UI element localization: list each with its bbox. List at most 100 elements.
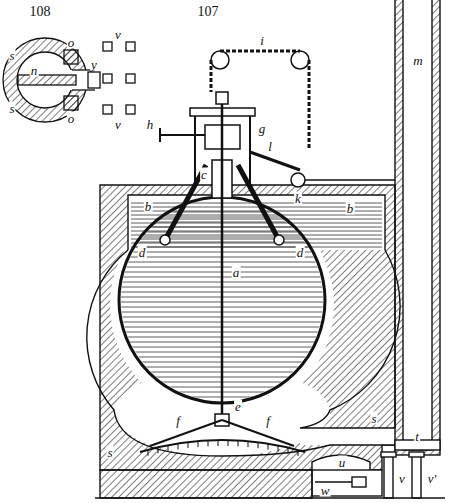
pulley: [211, 51, 229, 69]
rake-tooth: [188, 442, 189, 448]
ash-pit: [312, 470, 382, 496]
column-square: [103, 42, 112, 51]
callout-letter: s: [370, 412, 377, 425]
callout-letter: u: [338, 456, 347, 469]
rake-tooth: [218, 440, 219, 446]
callout-letter: e: [234, 400, 242, 413]
column-square: [103, 105, 112, 114]
water-line: [131, 219, 382, 220]
hook: [216, 92, 228, 104]
callout-letter: v: [398, 472, 406, 485]
callout-letter: f: [265, 414, 271, 427]
callout-letter: b: [346, 202, 355, 215]
chimney: [395, 0, 440, 455]
mechanism: [119, 51, 395, 456]
rake-tooth: [268, 444, 269, 450]
rake-tooth: [258, 442, 259, 448]
rake-tooth: [168, 445, 169, 451]
callout-letter: m: [412, 54, 423, 67]
wheel-k: [291, 173, 305, 187]
rake-tooth: [298, 450, 299, 456]
rake-tooth: [158, 447, 159, 453]
frame-post: [249, 115, 251, 185]
rake-tooth: [248, 441, 249, 447]
figure-number: 107: [197, 5, 220, 19]
callout-letter: s: [8, 102, 15, 115]
callout-letter: n: [30, 64, 39, 77]
callout-letter: s: [106, 446, 113, 459]
callout-letter: b: [144, 200, 153, 213]
drawing-stroke: [381, 452, 396, 457]
opening-o: [64, 50, 78, 64]
callout-letter: i: [259, 34, 265, 47]
callout-letter: f: [175, 414, 181, 427]
pipe-d: [238, 165, 279, 240]
column-square: [126, 74, 135, 83]
rake-tooth: [238, 440, 239, 446]
callout-letter: h: [146, 118, 155, 131]
callout-letter: o: [67, 36, 76, 49]
liquid-lines: [115, 203, 382, 397]
rake-tooth: [178, 443, 179, 449]
chain-i: [210, 60, 213, 92]
brickwork: [87, 0, 445, 498]
callout-letter: d: [138, 246, 147, 259]
callout-letter: a: [232, 266, 241, 279]
column-v-prime: [412, 455, 421, 498]
column-square: [103, 74, 112, 83]
drawing-stroke: [409, 452, 424, 457]
callout-letter: v: [114, 118, 122, 131]
plan-section: [3, 38, 135, 122]
rake-tooth: [278, 445, 279, 451]
callout-letter: y: [90, 58, 98, 71]
ash-passage: [312, 455, 370, 470]
lever-l: [250, 152, 300, 170]
callout-letter: s: [8, 49, 15, 62]
callout-letter: d: [296, 246, 305, 259]
frame-post: [194, 115, 196, 185]
bracket: [305, 179, 395, 181]
shaft: [221, 95, 224, 425]
column-square: [126, 105, 135, 114]
callout-letter: c: [200, 168, 208, 181]
rake-teeth: [148, 440, 298, 456]
chimney-flue: [403, 0, 432, 450]
rake-tooth: [288, 448, 289, 454]
chain-i: [220, 50, 300, 53]
callout-letter: v': [427, 472, 438, 485]
callout-letter: g: [258, 122, 267, 135]
pulley: [291, 51, 309, 69]
water-line: [131, 207, 382, 208]
opening-o: [64, 96, 78, 110]
column-v: [384, 455, 393, 498]
furnace-masonry: [100, 185, 395, 470]
callout-letter: t: [414, 430, 420, 443]
bar-n: [18, 75, 76, 85]
water-line: [131, 215, 382, 216]
crank-h: [160, 134, 205, 136]
door-x: [352, 477, 366, 487]
callout-letter: l: [267, 140, 273, 153]
ring-wall: [3, 38, 87, 122]
rake-tooth: [148, 450, 149, 456]
callout-letter: v: [114, 28, 122, 41]
chain-i: [308, 60, 311, 150]
pipe-collar: [160, 235, 170, 245]
water-line: [131, 223, 382, 224]
drawing-stroke: [72, 89, 95, 90]
callout-letter: w: [320, 484, 331, 497]
pipe-y: [88, 72, 100, 88]
rake-tooth: [198, 441, 199, 447]
foundation: [100, 470, 312, 498]
figure-number: 108: [29, 5, 52, 19]
rake: [140, 440, 305, 452]
pipe-collar: [274, 235, 284, 245]
drawing-stroke: [159, 128, 161, 142]
rake-tooth: [208, 440, 209, 446]
column-square: [126, 42, 135, 51]
rake-tooth: [228, 440, 229, 446]
callout-letter: k: [294, 192, 302, 205]
